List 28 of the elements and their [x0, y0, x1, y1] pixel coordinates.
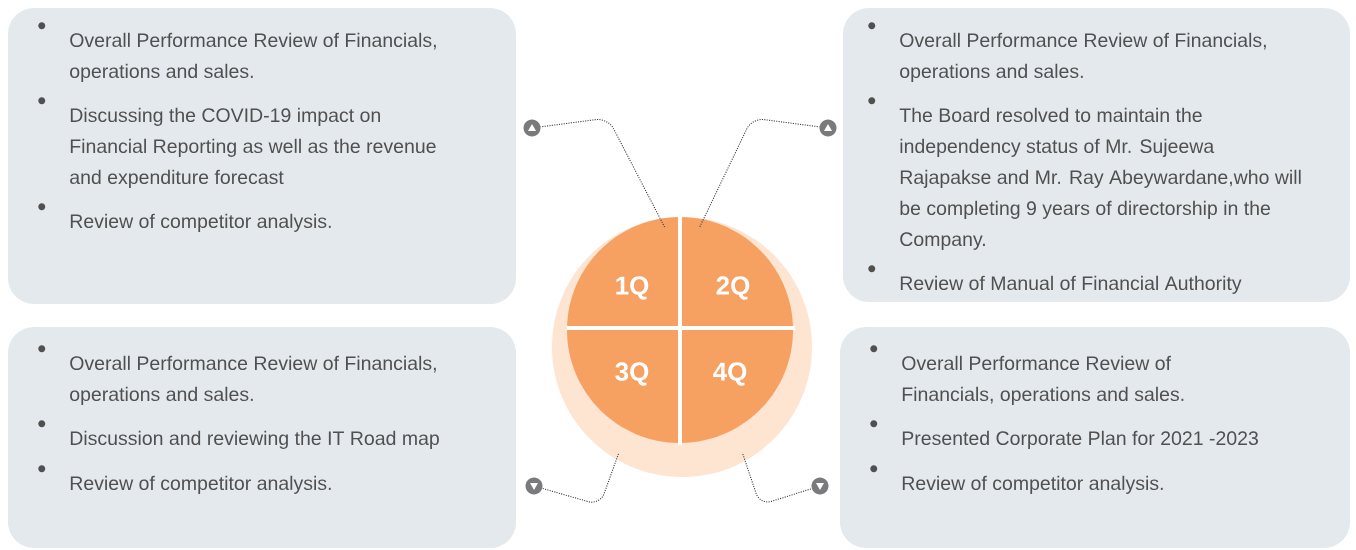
bullet-item: The Board resolved to maintain the independency status of Mr. Sujeewa Rajapakse and Mr. Ray Abeywardane,who will be completing 9 years of directorship in the Company.	[899, 107, 1301, 250]
bullet-item: Overall Performance Review of Financials, operations and sales.	[70, 32, 436, 82]
bullet-item: Presented Corporate Plan for 2021 -2023	[902, 430, 1258, 449]
quadrant: 2Q	[680, 217, 793, 330]
bullet-item: Overall Performance Review of Financials, operations and sales.	[70, 355, 436, 405]
quadrant: 3Q	[567, 330, 680, 443]
quadrant: 4Q	[680, 330, 793, 443]
text-box	[840, 327, 1350, 548]
bullet-item: Review of competitor analysis.	[70, 475, 331, 494]
bullet-item: Discussion and reviewing the IT Road map	[70, 430, 439, 449]
bullet-item: Overall Performance Review of Financials, operations and sales.	[902, 355, 1184, 405]
connector-line	[742, 453, 813, 503]
bullet-item: Review of Manual of Financial Authority	[900, 275, 1242, 294]
quadrant: 1Q	[567, 217, 680, 330]
connector-line	[541, 453, 619, 503]
bullet-item: Review of competitor analysis.	[70, 213, 331, 232]
bullet-item: Overall Performance Review of Financials, operations and sales.	[900, 32, 1266, 82]
marker-circle	[525, 477, 543, 495]
text-box	[8, 327, 516, 548]
connector-line	[540, 118, 666, 228]
marker-circle	[523, 119, 541, 137]
bullet-item: Discussing the COVID-19 impact on Financial Reporting as well as the revenue and expenditure forecast	[70, 107, 436, 188]
connector-line	[699, 118, 820, 228]
marker-circle	[819, 119, 837, 137]
bullet-item: Review of competitor analysis.	[902, 475, 1163, 494]
text-box	[8, 8, 516, 304]
text-box	[843, 8, 1350, 302]
marker-circle	[811, 477, 829, 495]
